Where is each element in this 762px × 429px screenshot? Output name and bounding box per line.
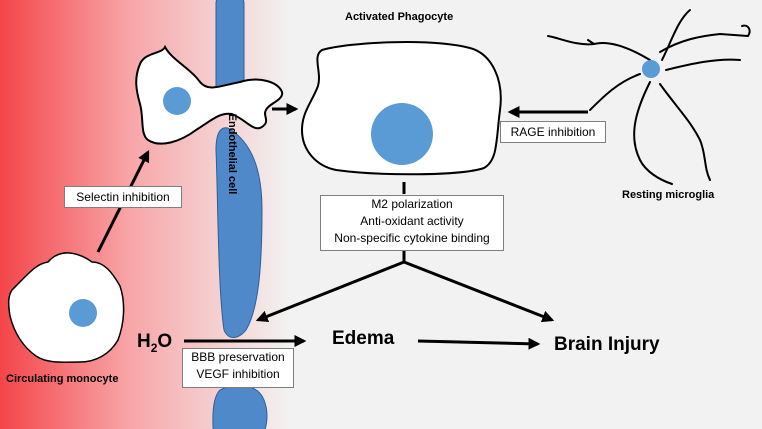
phagocyte-nucleus	[371, 103, 433, 165]
circulating-monocyte-nucleus	[69, 299, 97, 327]
rage-inhibition-box: RAGE inhibition	[500, 121, 606, 143]
edema-label: Edema	[332, 328, 395, 349]
resting-microglia	[547, 9, 751, 185]
monocyte-nucleus	[163, 87, 191, 115]
brain-injury-label: Brain Injury	[554, 334, 660, 355]
h2o-label-subscript: 2	[150, 340, 158, 355]
activated-phagocyte-label: Activated Phagocyte	[345, 11, 454, 23]
bbb-line-2: VEGF inhibition	[196, 367, 280, 381]
rage-inhibition-text: RAGE inhibition	[510, 125, 596, 139]
endothelial-lower	[212, 384, 268, 429]
mechanism-line-3: Non-specific cytokine binding	[334, 231, 490, 245]
h2o-label-h: H	[137, 331, 151, 352]
mechanism-line-2: Anti-oxidant activity	[360, 214, 464, 228]
transmigrating-monocyte	[135, 44, 284, 145]
arrow-edema-to-injury	[417, 337, 541, 350]
selectin-inhibition-text: Selectin inhibition	[76, 190, 170, 204]
circulating-monocyte-label: Circulating monocyte	[6, 373, 119, 385]
mechanism-line-1: M2 polarization	[371, 197, 453, 211]
bbb-box: BBB preservation VEGF inhibition	[182, 348, 294, 388]
selectin-inhibition-box: Selectin inhibition	[64, 186, 182, 208]
resting-microglia-label: Resting microglia	[622, 189, 715, 201]
arrow-to-endothelium	[255, 260, 405, 323]
h2o-label-o: O	[157, 331, 173, 352]
endothelial-cell	[215, 127, 263, 338]
endothelial-cell-label: Endothelial cell	[226, 113, 238, 195]
microglia-nucleus	[642, 60, 660, 78]
arrow-to-brain-injury	[403, 260, 555, 323]
circulating-monocyte	[7, 252, 125, 363]
bbb-line-1: BBB preservation	[191, 350, 285, 364]
h2o-label: H2O	[137, 331, 172, 355]
mechanisms-box: M2 polarization Anti-oxidant activity No…	[320, 195, 504, 251]
